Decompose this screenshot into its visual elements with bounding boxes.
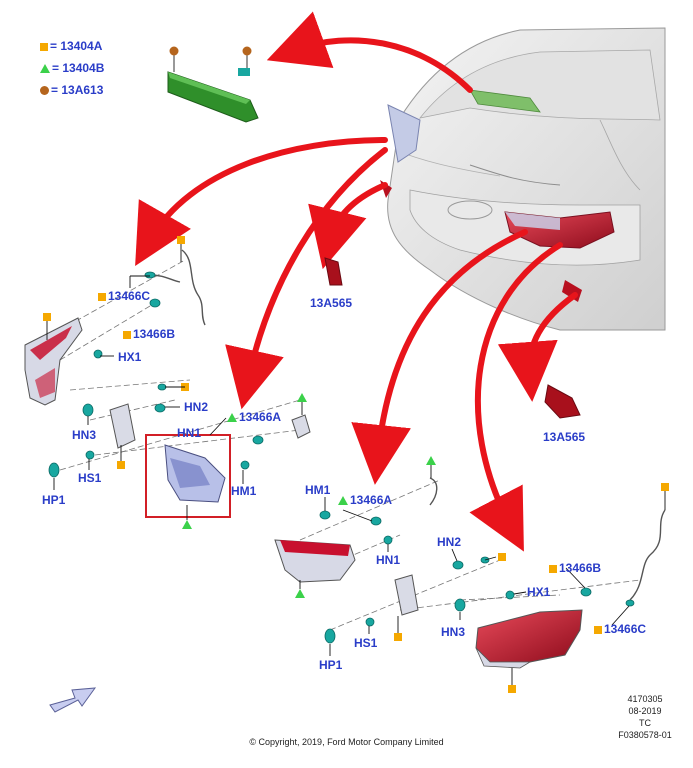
highlight-box xyxy=(145,434,231,518)
reference-figure: F0380578-01 xyxy=(618,730,672,740)
part-label-hn2-right: HN2 xyxy=(437,535,462,549)
part-label-13466c-right: 13466C xyxy=(594,622,646,636)
right-fasteners xyxy=(295,456,669,693)
part-label-13466c-left: 13466C xyxy=(98,289,150,303)
left-tail-lamp xyxy=(24,317,83,406)
reference-code: TC xyxy=(639,718,651,728)
square-fastener-icon xyxy=(177,236,185,244)
part-label-hn3-right: HN3 xyxy=(441,625,466,639)
square-fastener-icon xyxy=(117,461,125,469)
right-bracket xyxy=(394,574,419,616)
reference-date: 08-2019 xyxy=(628,706,662,716)
square-fastener-icon xyxy=(40,42,48,51)
reflector-upper xyxy=(324,257,343,286)
circle-fastener-icon xyxy=(242,46,252,56)
left-socket-top xyxy=(291,414,311,439)
part-label-13466b-right: 13466B xyxy=(549,561,601,575)
reference-number: 4170305 xyxy=(627,694,663,704)
direction-arrow-icon xyxy=(49,687,97,713)
reference-block: 4170305 08-2019 TC F0380578-01 xyxy=(610,693,680,741)
square-fastener-icon xyxy=(508,685,516,693)
part-label-13a565-lower: 13A565 xyxy=(543,430,586,444)
vehicle-body xyxy=(380,27,666,331)
part-label-13466b-left: 13466B xyxy=(123,327,175,341)
part-label-hp1-left: HP1 xyxy=(42,493,66,507)
part-label-hn3-left: HN3 xyxy=(72,428,97,442)
left-inner-lamp xyxy=(145,434,231,518)
circle-fastener-icon xyxy=(169,46,179,56)
square-fastener-icon xyxy=(43,313,51,321)
right-wiring-harness xyxy=(429,477,666,601)
part-label-13a565-upper: 13A565 xyxy=(310,296,353,310)
part-label-hn1-left: HN1 xyxy=(177,426,202,440)
legend-triangle-row: = 13404B xyxy=(40,61,104,75)
triangle-fastener-icon xyxy=(182,520,192,529)
left-bulbs xyxy=(48,271,264,478)
triangle-fastener-icon xyxy=(426,456,436,465)
circle-fastener-icon xyxy=(40,86,49,96)
part-label-hn2-left: HN2 xyxy=(184,400,209,414)
leader-lines xyxy=(46,244,666,685)
legend-square-label: = 13404A xyxy=(50,39,103,53)
triangle-fastener-icon xyxy=(40,64,50,74)
legend-circle-label: = 13A613 xyxy=(51,83,104,97)
part-label-hs1-right: HS1 xyxy=(354,636,378,650)
left-assembly-guides xyxy=(59,259,301,471)
reflector-lower xyxy=(544,384,581,419)
right-tail-lamp xyxy=(475,609,583,669)
legend-triangle-label: = 13404B xyxy=(52,61,105,75)
legend-circle-row: = 13A613 xyxy=(40,83,103,97)
part-label-13466a-right: 13466A xyxy=(338,493,392,507)
red-arrows xyxy=(135,11,578,552)
triangle-fastener-icon xyxy=(295,589,305,598)
copyright-notice: © Copyright, 2019, Ford Motor Company Li… xyxy=(249,737,444,747)
triangle-fastener-icon xyxy=(297,393,307,402)
part-label-hp1-right: HP1 xyxy=(319,658,343,672)
left-wiring-harness xyxy=(149,249,206,326)
part-label-13466a-left: 13466A xyxy=(227,410,281,424)
part-label-hx1-left: HX1 xyxy=(118,350,142,364)
part-label-hs1-left: HS1 xyxy=(78,471,102,485)
part-label-hx1-right: HX1 xyxy=(527,585,551,599)
right-inner-lamp xyxy=(274,539,356,583)
left-bracket xyxy=(109,403,136,449)
vehicle-high-mount-lamp xyxy=(469,89,541,113)
high-mount-stop-lamp xyxy=(167,46,259,123)
right-bulbs xyxy=(319,510,635,644)
part-label-hm1-left: HM1 xyxy=(231,484,257,498)
square-fastener-icon xyxy=(394,633,402,641)
square-fastener-icon xyxy=(498,553,506,561)
part-label-hm1-right: HM1 xyxy=(305,483,331,497)
part-label-hn1-right: HN1 xyxy=(376,553,401,567)
square-fastener-icon xyxy=(661,483,669,491)
legend-square-row: = 13404A xyxy=(40,39,102,53)
